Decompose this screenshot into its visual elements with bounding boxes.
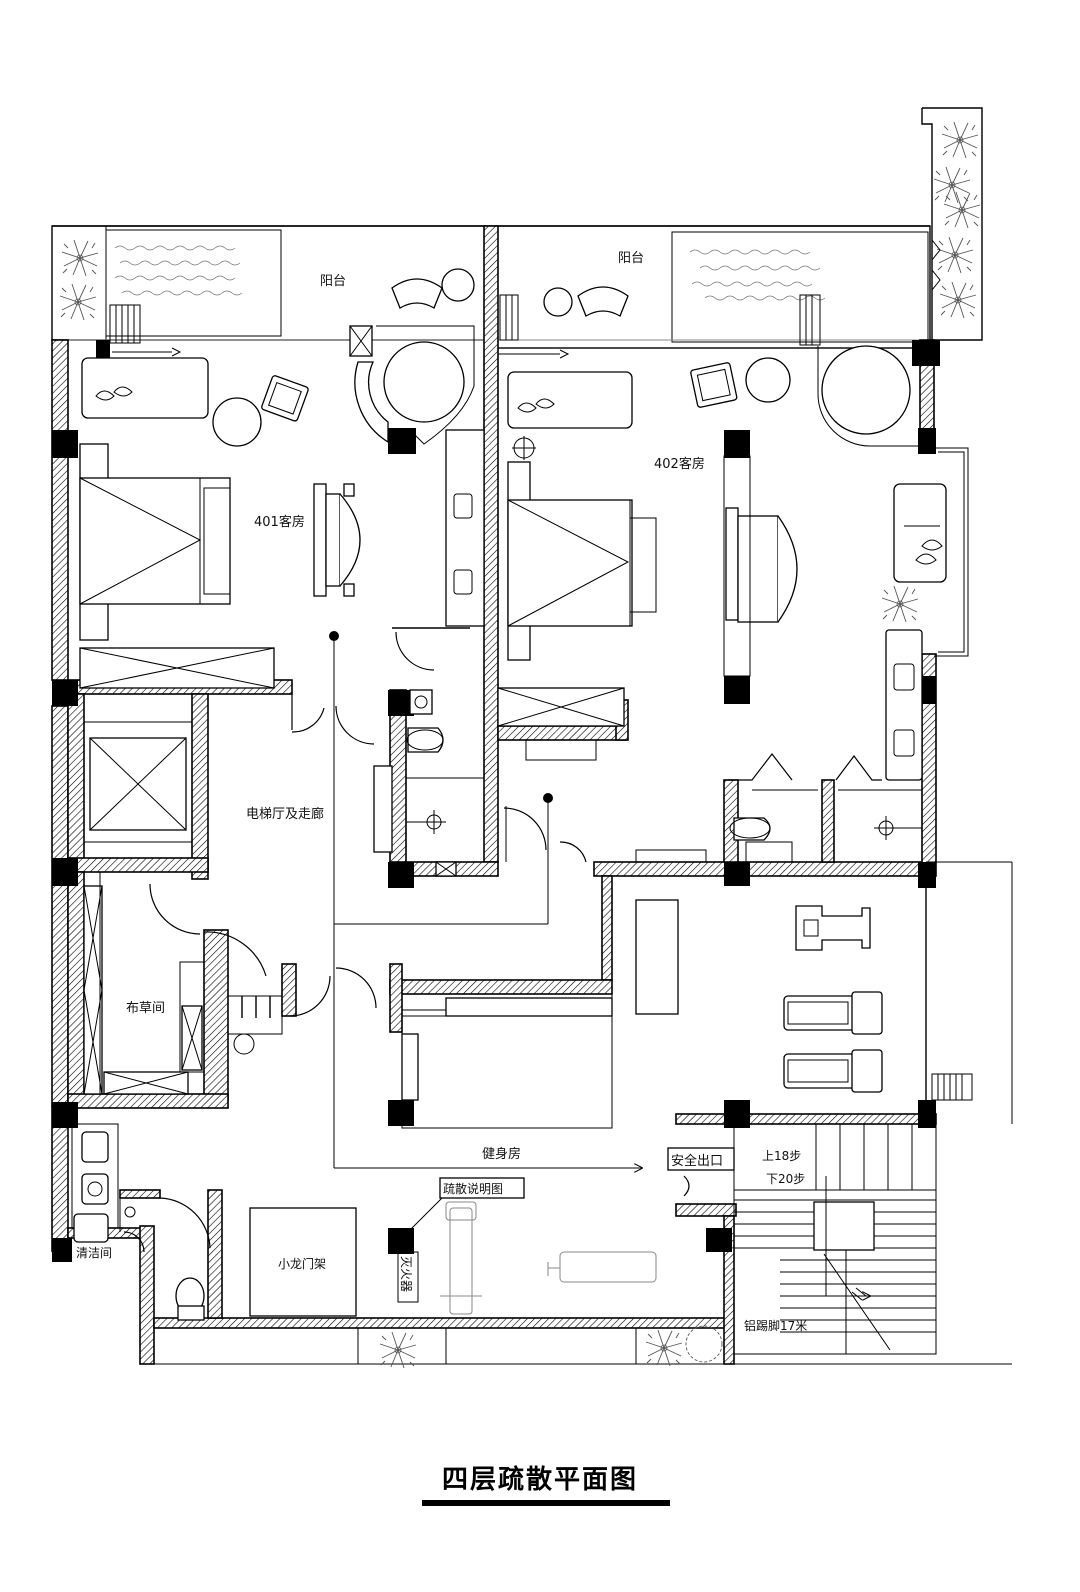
stair-up-label: 上18步 (762, 1149, 801, 1163)
room-label-elevator-hall: 电梯厅及走廊 (246, 806, 324, 822)
gym-equipment (249, 861, 1013, 1317)
plan-title-block: 四层疏散平面图 (422, 1464, 670, 1506)
safety-exit-label: 安全出口 (671, 1153, 723, 1169)
room-label-401: 401客房 (254, 514, 305, 530)
janitor-rack (227, 995, 283, 1055)
balcony-zone (51, 225, 931, 349)
room-label-balcony-right: 阳台 (618, 251, 644, 266)
room-label-balcony-left: 阳台 (320, 274, 346, 289)
armchair (261, 375, 309, 422)
plan-title: 四层疏散平面图 (442, 1464, 638, 1495)
treadmill (783, 1049, 883, 1093)
extinguisher-label: 灭火器 (399, 1256, 413, 1292)
round-bath (383, 341, 465, 423)
room-label-bruce-lee-frame: 小龙门架 (278, 1256, 326, 1271)
balcony-left-furniture (391, 268, 475, 309)
balcony-right-furniture (543, 286, 629, 317)
room-401-furniture (79, 325, 485, 978)
room-label-gym: 健身房 (482, 1146, 521, 1162)
stair-labels: 上18步 下20步 铝踢脚17米 (744, 1149, 807, 1333)
cleaning-room (71, 1123, 211, 1321)
room-labels: 阳台 阳台 401客房 402客房 电梯厅及走廊 布草间 健身房 清洁间 小龙门… (76, 251, 705, 1271)
room-label-cleaning: 清洁间 (76, 1246, 112, 1260)
room-label-402: 402客房 (654, 456, 705, 472)
round-table (212, 397, 262, 447)
tv-console (313, 483, 361, 597)
bottom-planters (153, 1325, 1012, 1369)
dumbbell-rack (547, 1251, 657, 1283)
linen-room-shelves (83, 872, 205, 1095)
treadmill (783, 991, 883, 1035)
round-bath (821, 345, 911, 435)
round-table (745, 357, 791, 403)
elevator (83, 721, 193, 843)
bruce-lee-frame (249, 1207, 357, 1317)
room-402-furniture (334, 345, 969, 925)
safety-exit-sign: 安全出口 (667, 1147, 735, 1197)
evacuation-diagram-sign: 疏散说明图 (409, 1177, 525, 1231)
sofa (81, 357, 209, 419)
right-top-planter (921, 107, 983, 341)
staircase (733, 1123, 937, 1355)
extinguisher-box (397, 1251, 419, 1303)
evacuation-route (333, 978, 642, 1168)
columns (52, 340, 940, 1262)
evacuation-diagram-label: 疏散说明图 (443, 1181, 503, 1196)
bed (507, 499, 633, 627)
left-planter (51, 225, 107, 341)
stair-down-label: 下20步 (766, 1172, 805, 1186)
kickplate-label: 铝踢脚17米 (744, 1318, 807, 1333)
railing (109, 294, 821, 346)
plant-icon (59, 283, 97, 321)
armchair (690, 362, 738, 408)
bathroom-401 (373, 689, 484, 877)
corridor-doors (149, 694, 587, 1017)
left-water-feature (105, 229, 282, 337)
tv-console (723, 455, 798, 677)
room-label-linen: 布草间 (126, 1001, 165, 1016)
sofa (507, 371, 633, 429)
exercise-bike (795, 905, 871, 951)
bench-press (440, 1201, 482, 1315)
plant-icon (61, 239, 99, 277)
toilet (175, 1277, 205, 1321)
bed (79, 477, 231, 605)
